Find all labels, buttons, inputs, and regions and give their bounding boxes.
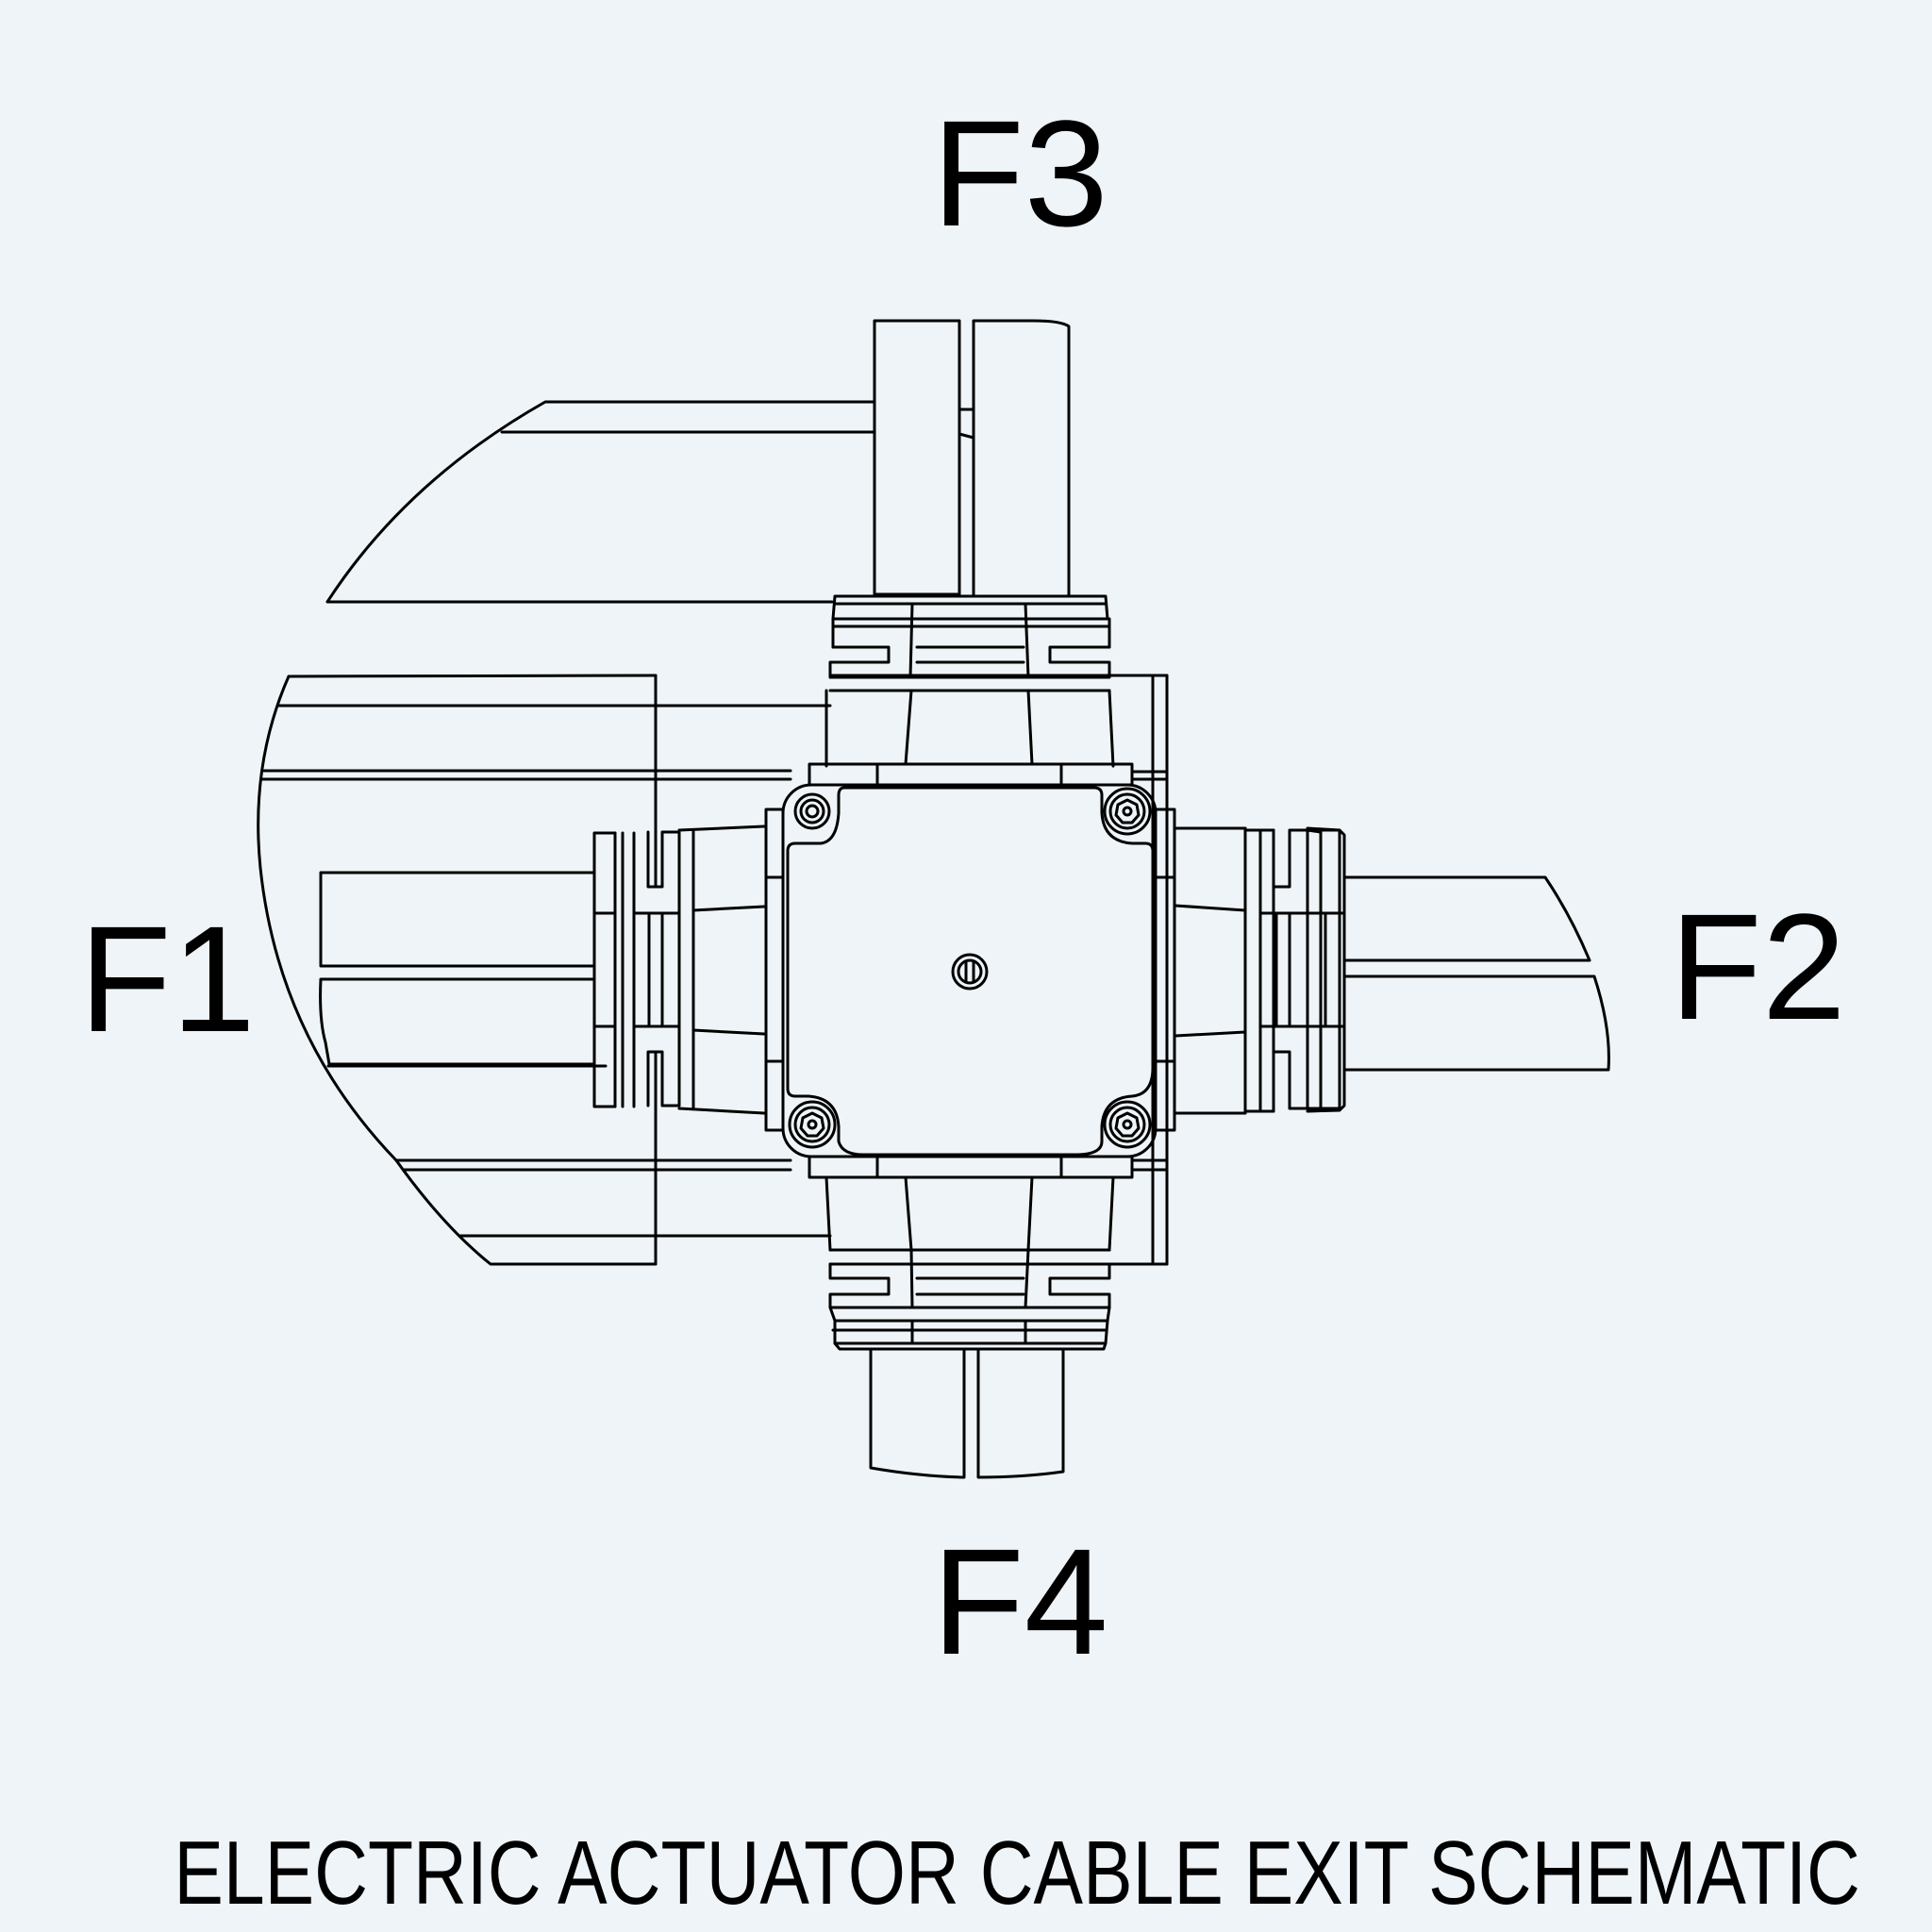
cable-gland-f3: [808, 594, 1134, 787]
cover-screw-bottom-right: [1103, 1100, 1152, 1149]
terminal-box: [764, 783, 1176, 1179]
cover-screw-bottom-left: [788, 1100, 837, 1149]
cable-gland-f4: [824, 1175, 1115, 1351]
upper-motor-cover: [325, 400, 876, 604]
cover-screw-top-right: [1103, 787, 1152, 836]
cable-gland-f2: [1174, 826, 1346, 1115]
cable-exit-label-f1: F1: [79, 894, 256, 1063]
cable-f4: [869, 1347, 1065, 1479]
cable-gland-f1: [592, 824, 766, 1115]
cable-exit-label-f2: F2: [1670, 882, 1846, 1051]
center-earth-screw: [951, 953, 989, 991]
cable-f3: [873, 319, 1071, 596]
cover-screw-top-left: [793, 792, 831, 830]
cable-f2: [1344, 875, 1610, 1072]
cable-exit-label-f4: F4: [932, 1517, 1108, 1686]
cable-exit-label-f3: F3: [932, 89, 1108, 258]
diagram-title: ELECTRIC ACTUATOR CABLE EXIT SCHEMATIC: [174, 1823, 1860, 1924]
cable-f1: [319, 871, 594, 1066]
